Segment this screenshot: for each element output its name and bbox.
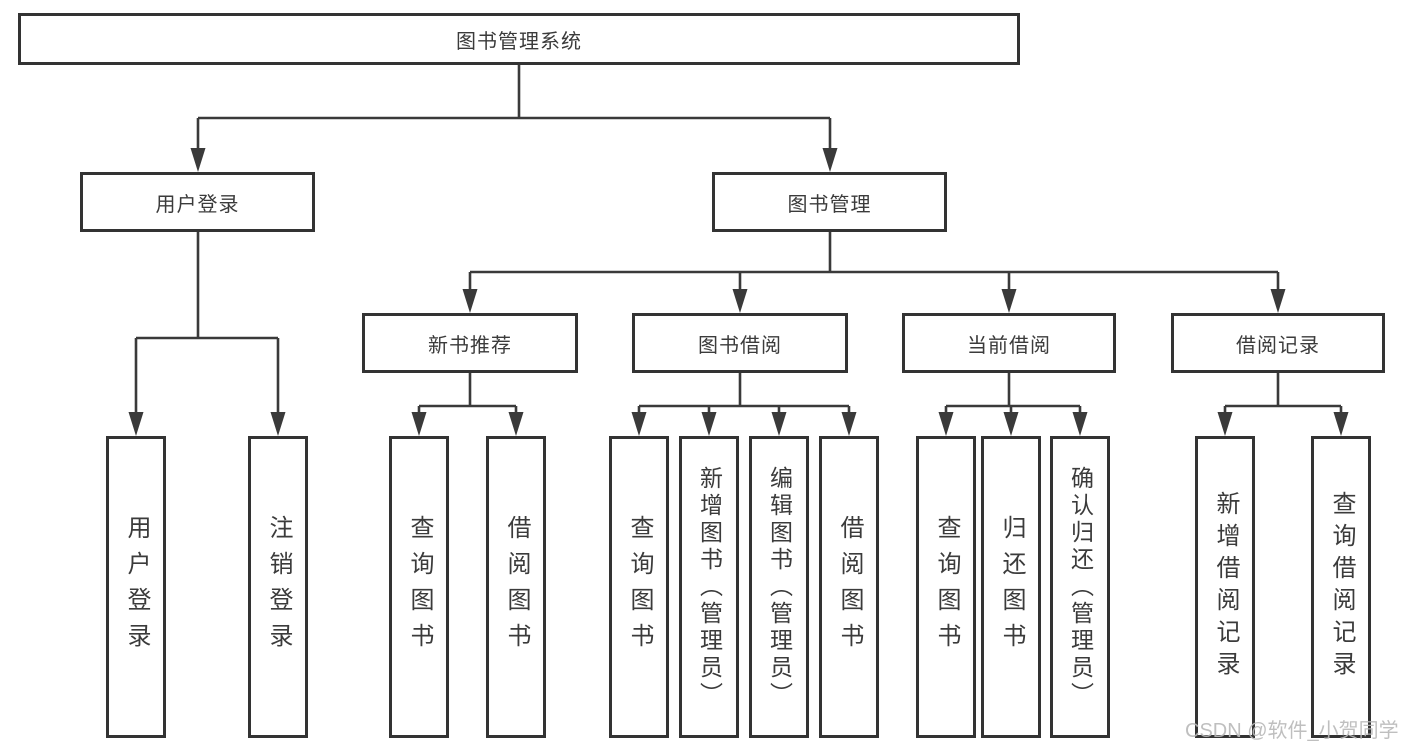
node-library-system: 图书管理系统: [18, 13, 1020, 65]
leaf-add-borrow-record: 新增借阅记录: [1195, 436, 1255, 738]
leaf-label: 归还图书: [998, 515, 1025, 659]
leaf-borrow-books-recommend: 借阅图书: [486, 436, 546, 738]
leaf-confirm-return-admin: 确认归还（管理员）: [1050, 436, 1110, 738]
leaf-label: 查询图书: [626, 515, 653, 659]
leaf-add-books-admin: 新增图书（管理员）: [679, 436, 739, 738]
leaf-query-books-current: 查询图书: [916, 436, 976, 738]
leaf-return-books: 归还图书: [981, 436, 1041, 738]
leaf-borrow-books: 借阅图书: [819, 436, 879, 738]
leaf-user-login: 用户登录: [106, 436, 166, 738]
leaf-query-borrow-record: 查询借阅记录: [1311, 436, 1371, 738]
leaf-label: 确认归还（管理员）: [1067, 465, 1094, 709]
leaf-edit-books-admin: 编辑图书（管理员）: [749, 436, 809, 738]
leaf-label: 借阅图书: [836, 515, 863, 659]
leaf-label: 查询图书: [933, 515, 960, 659]
node-user-login: 用户登录: [80, 172, 315, 232]
leaf-label: 查询借阅记录: [1328, 491, 1355, 683]
node-current-borrow: 当前借阅: [902, 313, 1116, 373]
node-new-book-recommend: 新书推荐: [362, 313, 578, 373]
arrowheads: [128, 148, 1349, 436]
leaf-label: 查询图书: [406, 515, 433, 659]
leaf-label: 借阅图书: [503, 515, 530, 659]
leaf-label: 编辑图书（管理员）: [766, 465, 793, 709]
node-book-borrow: 图书借阅: [632, 313, 848, 373]
node-borrow-records: 借阅记录: [1171, 313, 1385, 373]
leaf-logout: 注销登录: [248, 436, 308, 738]
leaf-label: 新增借阅记录: [1212, 491, 1239, 683]
node-book-management: 图书管理: [712, 172, 947, 232]
leaf-label: 用户登录: [123, 515, 150, 659]
csdn-watermark: CSDN @软件_小贺同学: [1185, 720, 1399, 742]
leaf-query-books-borrow: 查询图书: [609, 436, 669, 738]
leaf-label: 注销登录: [265, 515, 292, 659]
leaf-label: 新增图书（管理员）: [696, 465, 723, 709]
leaf-query-books-recommend: 查询图书: [389, 436, 449, 738]
